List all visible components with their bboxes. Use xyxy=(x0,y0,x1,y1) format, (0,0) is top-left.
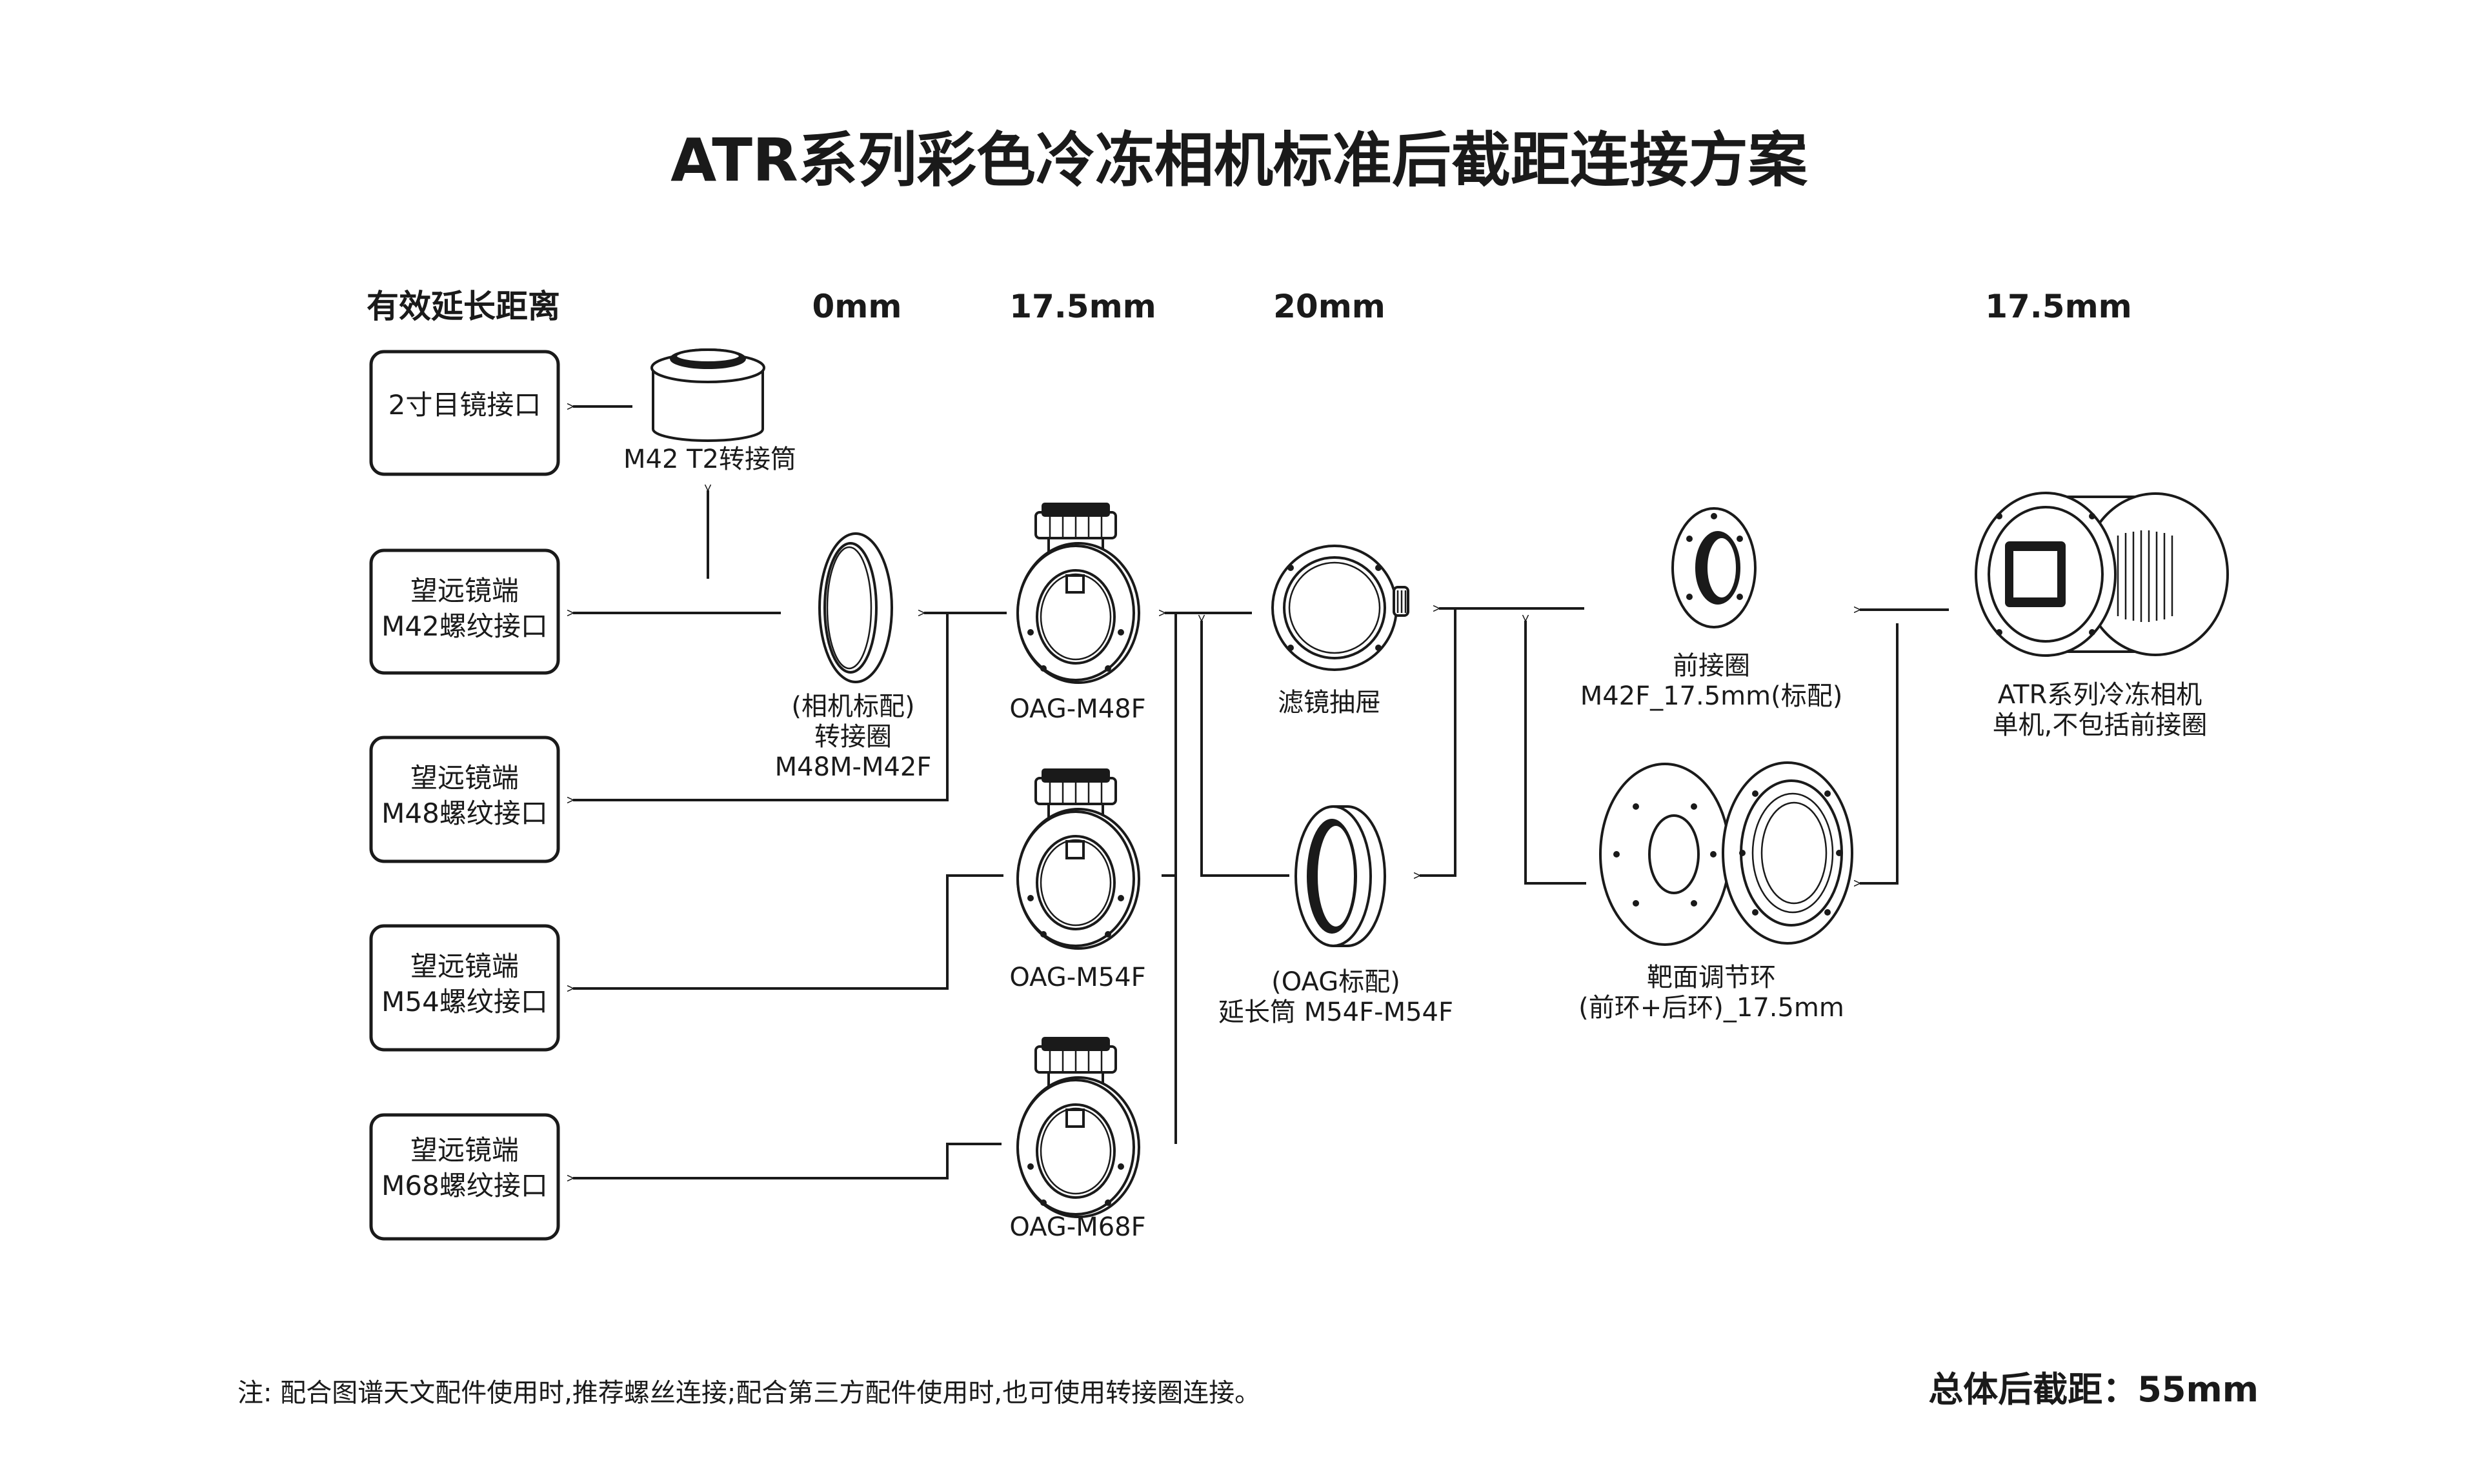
oag-m48f-icon xyxy=(1016,502,1140,684)
svg-text:M68螺纹接口: M68螺纹接口 xyxy=(381,1170,548,1201)
footer-note: 注: 配合图谱天文配件使用时,推荐螺丝连接;配合第三方配件使用时,也可使用转接圈… xyxy=(237,1378,1260,1408)
header-20mm: 20mm xyxy=(1273,288,1385,325)
extension-tube-icon xyxy=(1294,805,1386,947)
extension-tube-label: 延长筒 M54F-M54F xyxy=(1218,998,1453,1027)
t2-adapter-tube-icon xyxy=(650,348,765,442)
svg-text:望远镜端: 望远镜端 xyxy=(410,762,519,794)
eyepiece-interface-box: 2寸目镜接口 xyxy=(369,350,560,476)
oag-m68f-icon xyxy=(1016,1036,1140,1218)
m68-interface-box: 望远镜端 M68螺纹接口 xyxy=(369,1113,560,1241)
t2-adapter-label: M42 T2转接筒 xyxy=(623,445,796,474)
filter-drawer-icon xyxy=(1271,545,1409,671)
m42-interface-box: 望远镜端 M42螺纹接口 xyxy=(369,548,560,675)
adapter-ring-label: 转接圈 xyxy=(814,722,892,752)
camera-note: 单机,不包括前接圈 xyxy=(1993,710,2208,740)
oag-m48f-label: OAG-M48F xyxy=(1009,694,1145,724)
svg-text:M54螺纹接口: M54螺纹接口 xyxy=(381,986,548,1018)
front-ring-model: M42F_17.5mm(标配) xyxy=(1580,681,1843,711)
page-title: ATR系列彩色冷冻相机标准后截距连接方案 xyxy=(670,126,1808,195)
adapter-ring-note: (相机标配) xyxy=(791,692,914,721)
oag-m68f-label: OAG-M68F xyxy=(1009,1212,1145,1242)
header-0mm: 0mm xyxy=(812,288,902,325)
svg-text:望远镜端: 望远镜端 xyxy=(410,575,519,607)
total-back-focus: 总体后截距：55mm xyxy=(1928,1369,2259,1410)
tilt-adjuster-front-ring-icon xyxy=(1599,763,1731,946)
tilt-adjuster-label: 靶面调节环 xyxy=(1647,963,1776,992)
svg-text:M48螺纹接口: M48螺纹接口 xyxy=(381,797,548,829)
adapter-ring-icon xyxy=(818,532,893,683)
adapter-ring-model: M48M-M42F xyxy=(775,752,932,782)
header-effective-extension: 有效延长距离 xyxy=(367,288,560,325)
oag-m54f-icon xyxy=(1016,768,1140,950)
m54-interface-box: 望远镜端 M54螺纹接口 xyxy=(369,924,560,1052)
m48-interface-box: 望远镜端 M48螺纹接口 xyxy=(369,736,560,863)
tilt-adjuster-rear-ring-icon xyxy=(1722,761,1853,945)
svg-text:2寸目镜接口: 2寸目镜接口 xyxy=(388,389,541,421)
svg-text:M42螺纹接口: M42螺纹接口 xyxy=(381,610,548,642)
oag-m54f-label: OAG-M54F xyxy=(1009,963,1145,992)
filter-drawer-label: 滤镜抽屉 xyxy=(1278,688,1381,717)
tilt-adjuster-model: (前环+后环)_17.5mm xyxy=(1578,993,1844,1023)
svg-text:望远镜端: 望远镜端 xyxy=(410,1134,519,1166)
svg-text:望远镜端: 望远镜端 xyxy=(410,950,519,982)
extension-tube-note: (OAG标配) xyxy=(1271,967,1400,997)
atr-camera-icon xyxy=(1975,492,2229,657)
camera-label: ATR系列冷冻相机 xyxy=(1998,680,2202,710)
cooling-fins-icon xyxy=(2117,530,2173,622)
front-ring-label: 前接圈 xyxy=(1673,651,1750,681)
header-17-5mm-oag: 17.5mm xyxy=(1009,288,1156,325)
header-17-5mm-camera: 17.5mm xyxy=(1985,288,2132,325)
connector-lines xyxy=(573,406,1949,1178)
front-ring-icon xyxy=(1671,507,1757,628)
